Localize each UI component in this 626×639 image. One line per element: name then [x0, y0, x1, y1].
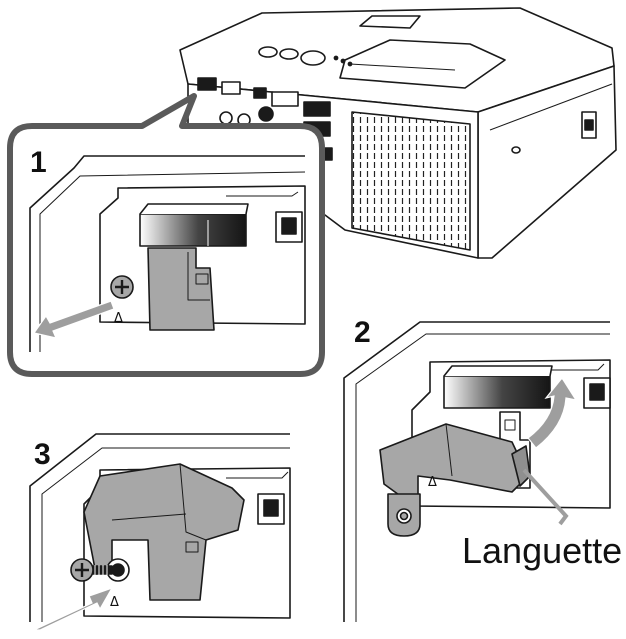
- screw-icon: [511, 146, 521, 154]
- button-icon: [300, 50, 326, 66]
- step-3-panel: Δ 3: [29, 433, 291, 631]
- usb-port: [253, 87, 267, 99]
- languette-label: Languette: [462, 530, 622, 571]
- step-number: 3: [34, 438, 51, 471]
- vga-port: [271, 91, 299, 107]
- button-icon: [279, 48, 299, 60]
- vga-port: [303, 101, 331, 117]
- triangle-mark: Δ: [110, 595, 119, 610]
- cover-tab: [443, 375, 551, 409]
- indicator-led-icon: [340, 58, 346, 64]
- projector-top-panel: [339, 39, 506, 89]
- lens-slot: [359, 15, 421, 29]
- arrow-out-icon: [32, 300, 115, 339]
- lift-arrow-icon: [527, 376, 578, 449]
- hdmi-port: [197, 77, 217, 91]
- step-1-panel: Δ 1: [7, 93, 325, 377]
- step-number: 1: [30, 146, 47, 179]
- panel-edge: [29, 155, 305, 352]
- indicator-led-icon: [347, 61, 353, 67]
- triangle-mark: Δ: [428, 475, 437, 490]
- power-button-icon: [258, 46, 278, 58]
- triangle-mark: Δ: [114, 311, 123, 326]
- ventilation-grille: [351, 111, 471, 251]
- arrow-in-icon: [33, 586, 114, 631]
- panel-edge: [29, 433, 290, 622]
- step-number: 2: [354, 316, 371, 349]
- panel-edge: [343, 321, 610, 622]
- hdmi-port: [221, 81, 241, 95]
- callout-line: [522, 468, 569, 526]
- audio-jack: [258, 106, 274, 122]
- indicator-led-icon: [333, 55, 339, 61]
- step-2-panel: Δ Languette 2: [343, 316, 622, 622]
- cover-tab: [139, 213, 247, 247]
- cable-cover-body: [147, 247, 215, 331]
